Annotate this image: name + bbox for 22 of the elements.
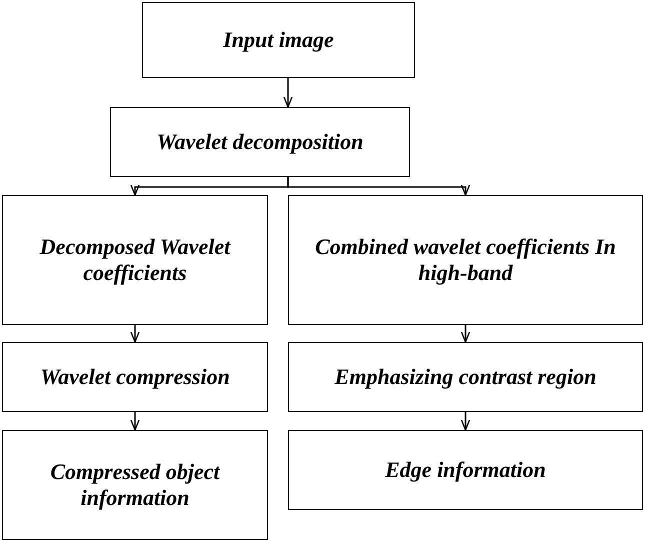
arrow (287, 177, 470, 196)
arrow (130, 325, 140, 343)
process-box (2, 195, 268, 325)
arrow (130, 412, 140, 431)
arrow (283, 78, 293, 108)
box-label: Input image (223, 26, 334, 54)
process-box (288, 342, 643, 412)
process-box (142, 2, 415, 78)
arrow (460, 325, 470, 343)
box-label: Compressed object information (49, 458, 222, 512)
box-label: Combined wavelet coefficients In high-band (314, 234, 617, 286)
box-label: Emphasizing contrast region (334, 364, 596, 390)
box-label: Decomposed Wavelet coefficients (38, 234, 232, 286)
process-box (2, 430, 268, 540)
process-box (288, 430, 643, 510)
process-box (2, 342, 268, 412)
box-label: Wavelet decomposition (156, 128, 364, 156)
process-box (288, 195, 643, 325)
box-label: Wavelet compression (40, 364, 230, 390)
process-box (110, 107, 410, 177)
arrow (460, 412, 470, 431)
box-label: Edge information (385, 456, 546, 484)
